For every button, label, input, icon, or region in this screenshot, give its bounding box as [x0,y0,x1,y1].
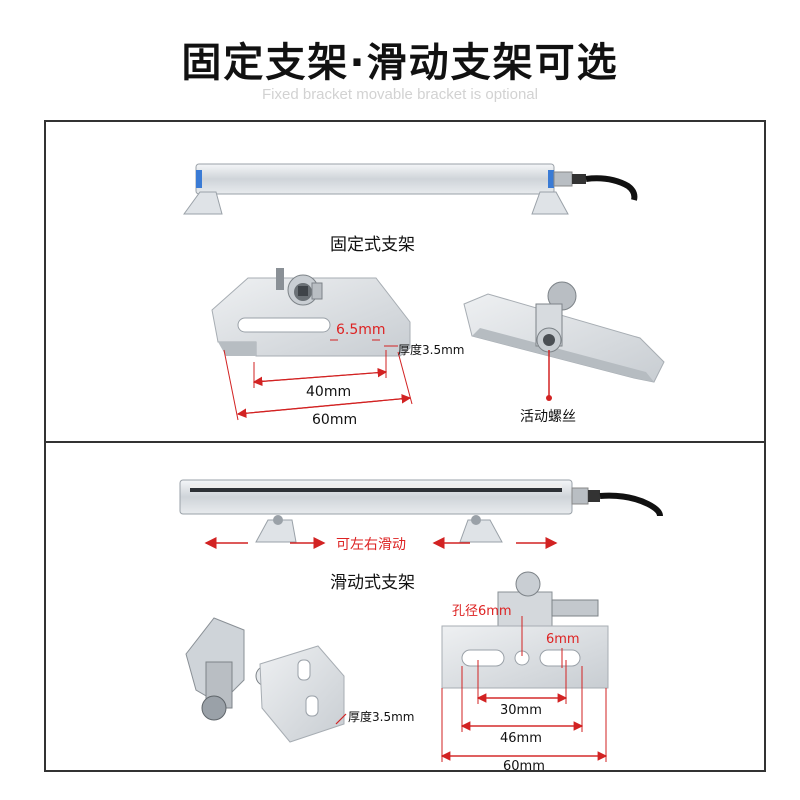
dim-60-label: 60mm [503,759,545,774]
fixed-bracket-right [463,281,665,401]
sliding-lamp-bar [179,479,663,543]
movable-screw-label: 活动螺丝 [520,409,576,425]
sliding-bracket-caption: 滑动式支架 [330,573,415,593]
dim-thickness-label: 厚度3.5mm [398,343,465,357]
dim-inner-label: 40mm [306,384,352,400]
slide-label: 可左右滑动 [336,537,406,553]
page-subtitle: Fixed bracket movable bracket is optiona… [262,86,538,103]
dim-46-label: 46mm [500,731,542,746]
dim-outer-label: 60mm [312,412,358,428]
fixed-dimension-lines [223,339,413,421]
page-title: 固定支架·滑动支架可选 [181,40,619,86]
sliding-dimension-lines [440,616,608,762]
sliding-bracket-right [441,571,609,689]
content-frame [44,120,766,772]
fixed-lamp-bar [183,163,638,215]
fixed-bracket-caption: 固定式支架 [330,235,415,255]
dim-hole-label: 孔径6mm [452,604,512,619]
section-divider [44,441,766,443]
dim-slot-width-label: 6.5mm [336,322,386,338]
fixed-bracket-left [211,268,411,357]
dim-30-label: 30mm [500,703,542,718]
dim-slot-label: 6mm [546,632,580,647]
dim-thickness-sliding-label: 厚度3.5mm [348,710,415,724]
sliding-bracket-left [185,617,347,743]
